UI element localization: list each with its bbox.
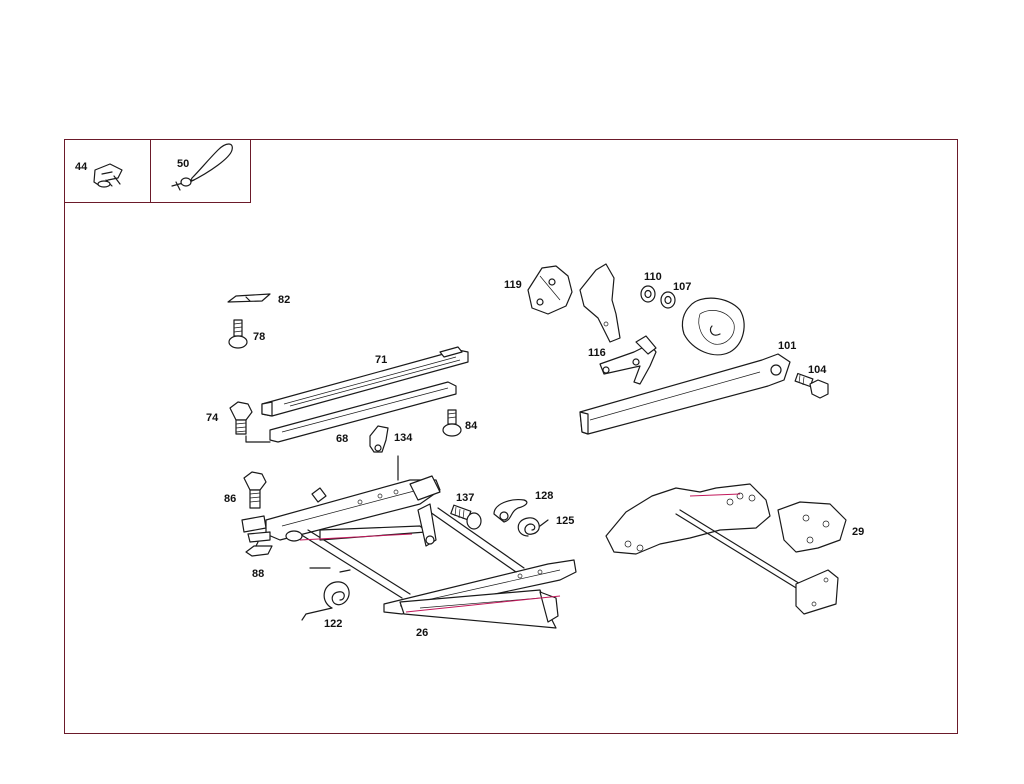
part-88-clip-icon <box>245 541 273 557</box>
part-104-bolt-icon <box>794 372 829 399</box>
label-110: 110 <box>644 271 662 283</box>
part-71-rail-icon <box>261 346 469 417</box>
part-68-rail-icon <box>269 381 457 443</box>
part-50-cable-tie-icon <box>171 143 233 191</box>
label-122: 122 <box>324 618 342 630</box>
label-101: 101 <box>778 340 796 352</box>
label-104: 104 <box>808 364 827 376</box>
label-71: 71 <box>375 354 387 366</box>
part-84-bolt-icon <box>442 409 462 437</box>
part-134-bracket-icon <box>369 425 399 481</box>
label-29: 29 <box>852 526 864 538</box>
label-119: 119 <box>504 279 522 291</box>
part-82-plate-icon <box>227 293 271 303</box>
part-26-seat-frame-icon <box>241 475 577 629</box>
label-88: 88 <box>252 568 264 580</box>
part-74-bolt-icon <box>229 401 253 435</box>
diagram-frame <box>64 139 958 734</box>
leader-122 <box>309 567 351 573</box>
part-110-washer-icon <box>640 285 656 303</box>
label-82: 82 <box>278 294 290 306</box>
part-101-bar-icon <box>579 353 791 435</box>
part-128-cam-icon <box>493 499 528 523</box>
label-107: 107 <box>673 281 691 293</box>
label-128: 128 <box>535 490 553 502</box>
part-107-nut-icon <box>660 291 676 309</box>
label-84: 84 <box>465 420 478 432</box>
part-86-bolt-icon <box>243 471 267 509</box>
adjuster-knob-icon <box>681 297 745 356</box>
label-44: 44 <box>75 161 88 173</box>
part-137-bolt-icon <box>450 504 482 530</box>
part-125-spring-icon <box>517 517 549 537</box>
part-44-clip-icon <box>93 163 123 188</box>
part-116-lever-icon <box>599 335 657 385</box>
label-68: 68 <box>336 433 348 445</box>
inset-box-50 <box>150 139 251 203</box>
label-26: 26 <box>416 627 428 639</box>
label-74: 74 <box>206 412 219 424</box>
leader-68 <box>245 435 271 443</box>
recliner-plate-icon <box>579 263 621 343</box>
label-78: 78 <box>253 331 265 343</box>
label-125: 125 <box>556 515 574 527</box>
part-119-bracket-icon <box>527 265 573 315</box>
label-116: 116 <box>588 347 606 359</box>
part-122-spring-icon <box>301 581 350 621</box>
label-86: 86 <box>224 493 236 505</box>
part-29-recliner-assembly-icon <box>605 483 847 615</box>
label-134: 134 <box>394 432 413 444</box>
part-78-bolt-icon <box>228 319 248 349</box>
label-50: 50 <box>177 158 189 170</box>
label-137: 137 <box>456 492 474 504</box>
